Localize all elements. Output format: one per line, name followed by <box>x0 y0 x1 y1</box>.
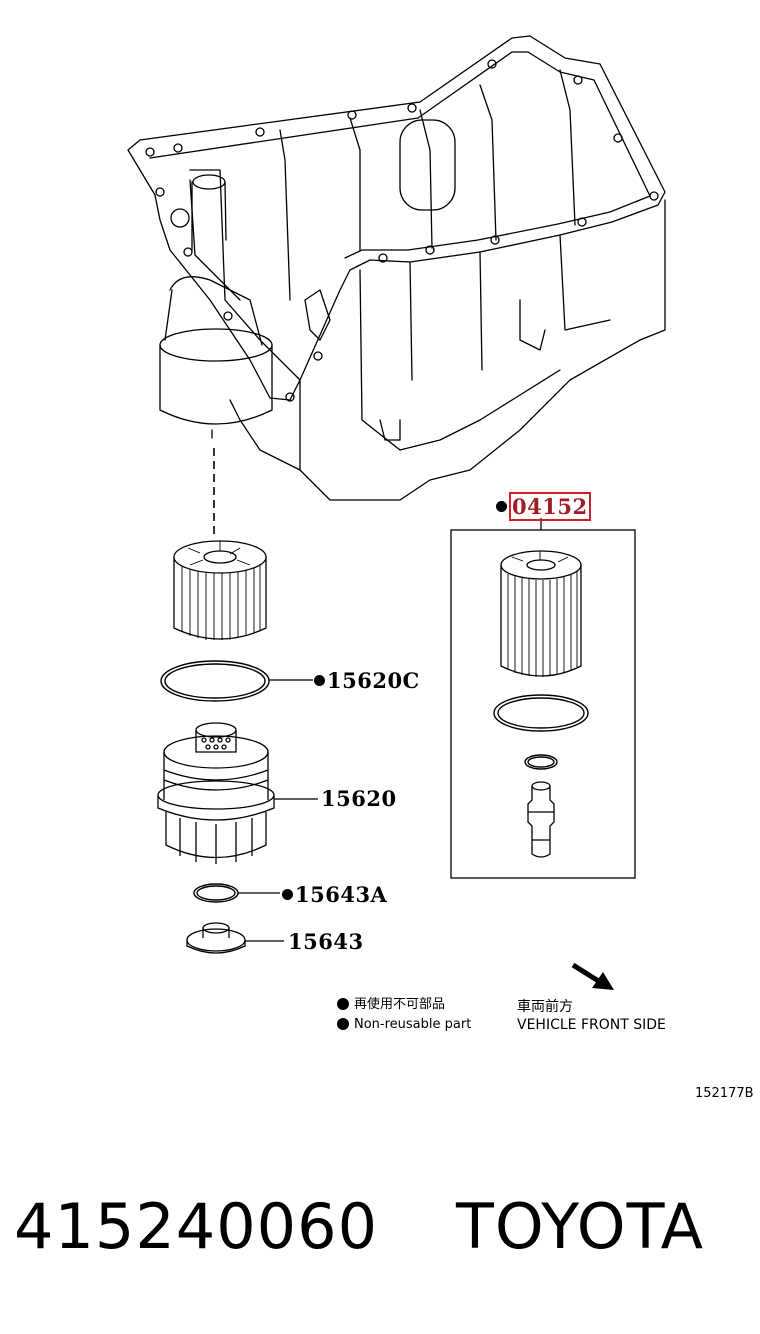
legend-dot-icon <box>337 997 349 1010</box>
figure-id: 152177B <box>695 1086 754 1101</box>
o-ring-small-kit <box>524 754 558 770</box>
callout-15643A-text: 15643A <box>295 882 388 907</box>
oil-filter-cap-drawing <box>157 722 275 864</box>
drain-plug-drawing <box>186 922 246 954</box>
callout-15620-text: 15620 <box>321 786 397 811</box>
legend-nonreusable-en: Non-reusable part <box>337 1017 472 1032</box>
nonreusable-marker-icon <box>282 889 293 900</box>
o-ring-large-kit <box>493 694 589 732</box>
vehicle-front-label-jp: 車両前方 <box>517 999 573 1015</box>
part-number: 415240060 <box>14 1190 379 1263</box>
legend-nonreusable-jp: 再使用不可部品 <box>337 997 446 1012</box>
legend-nonreusable-jp-text: 再使用不可部品 <box>354 997 446 1012</box>
brand-name: TOYOTA <box>456 1190 705 1263</box>
vehicle-front-label-en: VEHICLE FRONT SIDE <box>517 1017 666 1033</box>
callout-15620C-text: 15620C <box>327 668 420 693</box>
o-ring-large-left <box>160 660 270 702</box>
nonreusable-marker-icon <box>496 501 507 512</box>
oil-filter-element-kit <box>500 550 582 677</box>
o-ring-small-left <box>193 883 239 903</box>
engine-block-drawing <box>127 35 666 501</box>
drain-fitting-kit <box>527 781 555 858</box>
kit-box <box>450 529 636 879</box>
callout-15620C: 15620C <box>314 670 420 691</box>
callout-15643A: 15643A <box>282 884 387 905</box>
legend-nonreusable-en-text: Non-reusable part <box>354 1017 472 1032</box>
nonreusable-marker-icon <box>314 675 325 686</box>
legend-dot-icon <box>337 1017 349 1030</box>
callout-15643: 15643 <box>288 931 364 952</box>
callout-04152-text: 04152 <box>509 492 591 521</box>
oil-filter-element-left <box>173 540 267 640</box>
callout-15620: 15620 <box>321 788 397 809</box>
callout-04152: 04152 <box>496 492 591 521</box>
callout-15643-text: 15643 <box>288 929 364 954</box>
vehicle-front-arrow-icon <box>571 962 614 990</box>
